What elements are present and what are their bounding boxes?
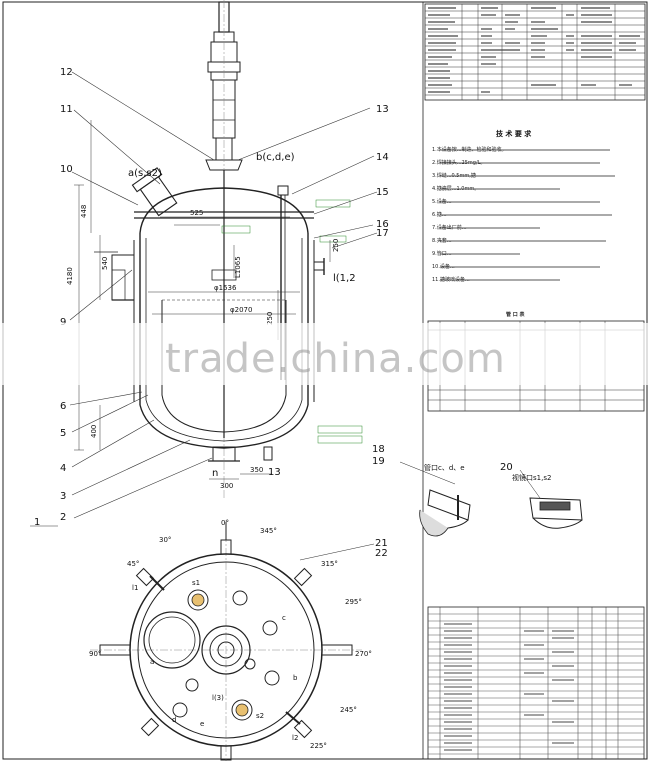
plan-l1: l1	[132, 584, 138, 592]
nozzle-label-13: 13	[268, 467, 281, 478]
dim-l1065: L1065	[234, 256, 242, 278]
dim-2070: φ2070	[230, 306, 252, 314]
plan-a: a	[150, 658, 154, 666]
angle-45: 45°	[127, 560, 139, 568]
dim-250: 250	[266, 312, 274, 325]
watermark-text: trade.china.com	[165, 336, 506, 382]
callout-9: 9	[60, 317, 66, 328]
callout-6: 6	[60, 401, 66, 412]
callout-3: 3	[60, 491, 66, 502]
design-data-table	[424, 3, 646, 101]
angle-295: 295°	[345, 598, 362, 606]
callout-4: 4	[60, 463, 66, 474]
notes-title: 技 术 要 求	[496, 129, 532, 138]
plan-b: b	[293, 674, 298, 682]
angle-245: 245°	[340, 706, 357, 714]
watermark-band	[0, 323, 650, 385]
angle-30: 30°	[159, 536, 171, 544]
callout-20: 20	[500, 462, 513, 473]
detail-view-sight-glass	[519, 469, 583, 529]
callout-10: 10	[60, 164, 73, 175]
detail-title-cde: 管口c、d、e	[424, 463, 465, 472]
plan-view	[90, 520, 375, 761]
angle-90: 90°	[89, 650, 101, 658]
angle-0: 0°	[221, 519, 229, 527]
plan-s2: s2	[256, 712, 264, 720]
dim-250b: 250	[332, 239, 340, 252]
dim-350: 350	[250, 466, 263, 474]
technical-notes: 技 术 要 求 1.本设备按...制造、检验和验收。 2.焊接接头...25mg…	[432, 129, 615, 283]
plan-d: d	[172, 716, 176, 724]
plan-l2: l2	[292, 734, 298, 742]
nozzle-label-l: l(1,2	[333, 273, 356, 284]
callout-14: 14	[376, 152, 389, 163]
angle-225: 225°	[310, 742, 327, 750]
callout-19: 19	[372, 456, 385, 467]
callout-16: 16	[376, 219, 389, 230]
angle-345: 345°	[260, 527, 277, 535]
dim-540: 540	[101, 257, 109, 270]
parts-list	[427, 606, 645, 760]
nozzle-label-a: a(s,s2)	[128, 168, 162, 179]
dim-400: 400	[90, 425, 98, 438]
nozzle-table-title: 管 口 表	[506, 311, 525, 318]
callout-13: 13	[376, 104, 389, 115]
plan-l3: l(3)	[212, 694, 224, 702]
plan-s1: s1	[192, 579, 200, 587]
callout-2: 2	[60, 512, 66, 523]
callout-1: 1	[34, 517, 40, 528]
detail-view-cde	[399, 461, 471, 537]
nozzle-label-bcde: b(c,d,e)	[256, 152, 295, 163]
dim-300: 300	[220, 482, 233, 490]
callout-5: 5	[60, 428, 66, 439]
note-line-6: 6.搪...	[432, 211, 447, 218]
callout-21: 21	[375, 538, 388, 549]
dim-448: 448	[80, 205, 88, 218]
nozzle-label-n: n	[212, 468, 218, 479]
callout-17: 17	[376, 228, 389, 239]
detail-title-sight: 视镜口s1,s2	[512, 473, 551, 482]
angle-270: 270°	[355, 650, 372, 658]
callout-12: 12	[60, 67, 73, 78]
callout-11: 11	[60, 104, 73, 115]
callout-22: 22	[375, 548, 388, 559]
plan-e: e	[200, 720, 204, 728]
dim-1536: φ1536	[214, 284, 237, 292]
dim-4180: 4180	[66, 267, 74, 285]
callout-15: 15	[376, 187, 389, 198]
plan-c: c	[282, 614, 286, 622]
dim-525: 525	[190, 209, 203, 217]
callout-18: 18	[372, 444, 385, 455]
angle-315: 315°	[321, 560, 338, 568]
